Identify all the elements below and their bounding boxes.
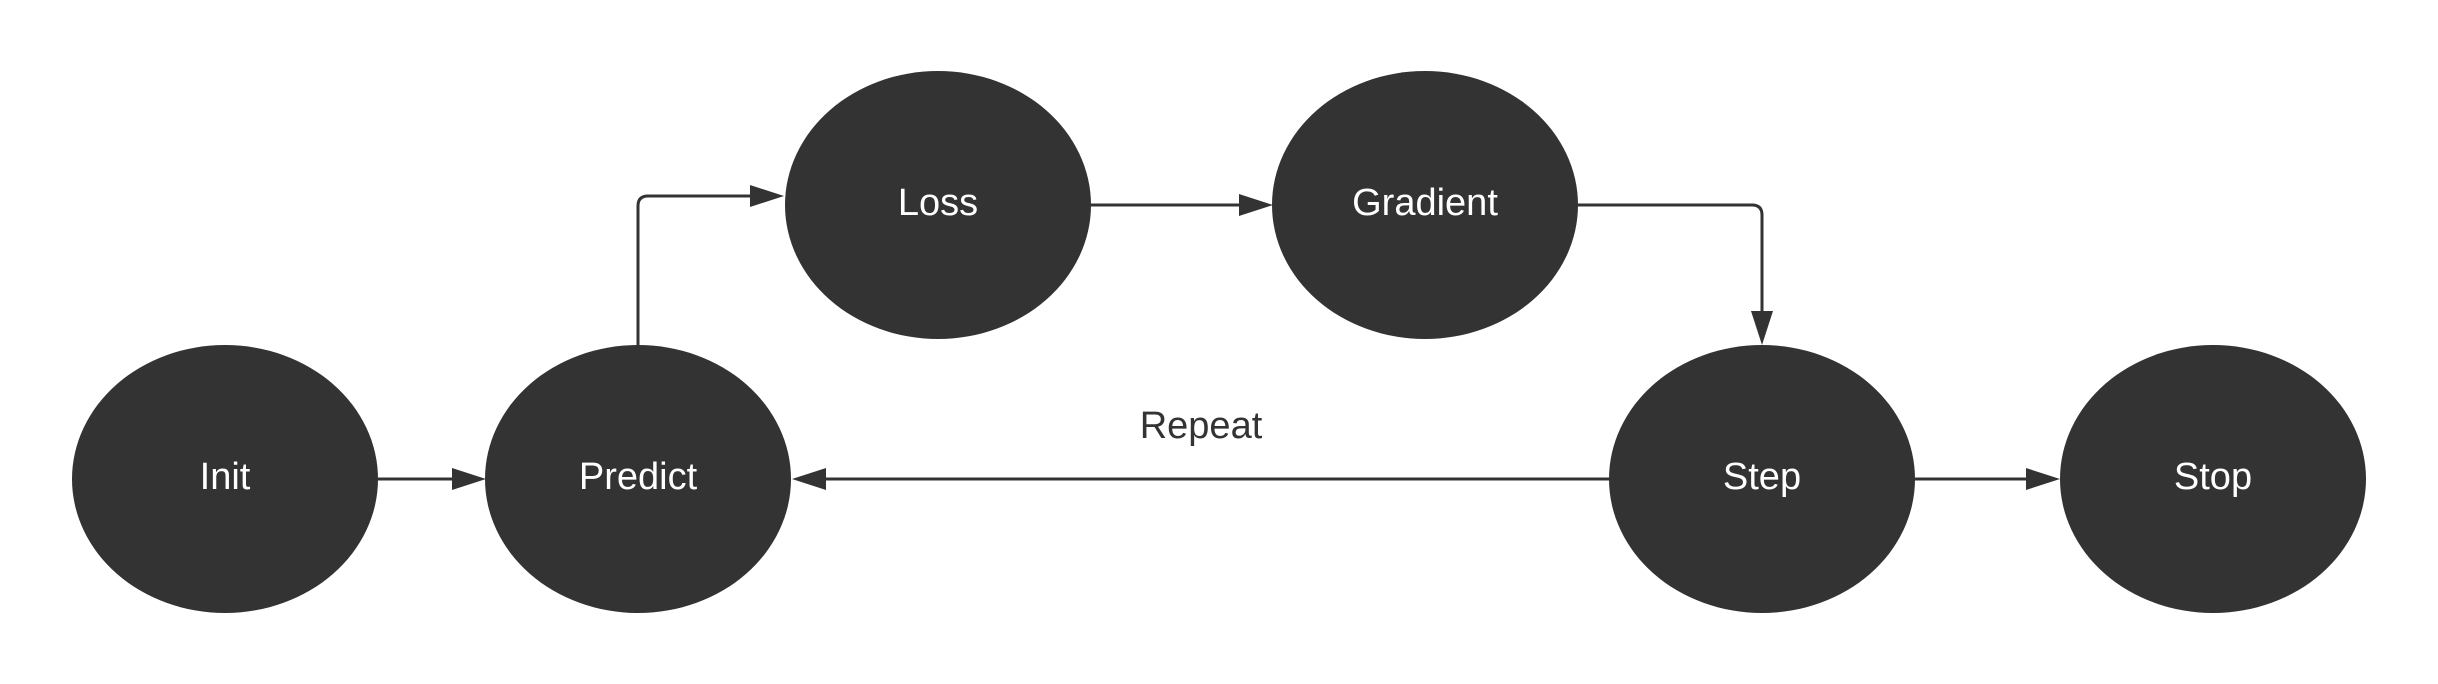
node-loss-shape [785,71,1091,339]
edges-group: Repeat [378,185,2060,490]
node-predict-label: Predict [579,456,698,498]
edge-init-to-predict [378,468,486,490]
node-loss-label: Loss [898,182,978,224]
node-stop-label: Stop [2174,456,2252,498]
node-gradient: Gradient [1272,71,1578,339]
node-stop-shape [2060,345,2366,613]
arrowhead-icon [792,468,826,490]
node-gradient-label: Gradient [1352,182,1498,224]
edge-gradient-to-step [1578,203,1773,345]
edge-step-to-predict-repeat [792,468,1610,490]
node-step-label: Step [1723,456,1801,498]
edge-step-to-stop [1915,468,2060,490]
node-gradient-shape [1272,71,1578,339]
arrowhead-icon [1751,311,1773,345]
node-init-label: Init [200,456,251,498]
node-step-shape [1609,345,1915,613]
node-predict: Predict [485,345,791,613]
arrowhead-icon [750,185,784,207]
node-predict-shape [485,345,791,613]
edge-predict-to-loss [636,185,784,345]
nodes-group: Init Predict Loss Gradient Step Stop [72,71,2366,613]
node-step: Step [1609,345,1915,613]
repeat-edge-label: Repeat [1140,405,1263,447]
edge-loss-to-gradient [1091,194,1273,216]
node-init-shape [72,345,378,613]
arrowhead-icon [452,468,486,490]
node-loss: Loss [785,71,1091,339]
node-stop: Stop [2060,345,2366,613]
arrowhead-icon [1239,194,1273,216]
arrowhead-icon [2026,468,2060,490]
node-init: Init [72,345,378,613]
